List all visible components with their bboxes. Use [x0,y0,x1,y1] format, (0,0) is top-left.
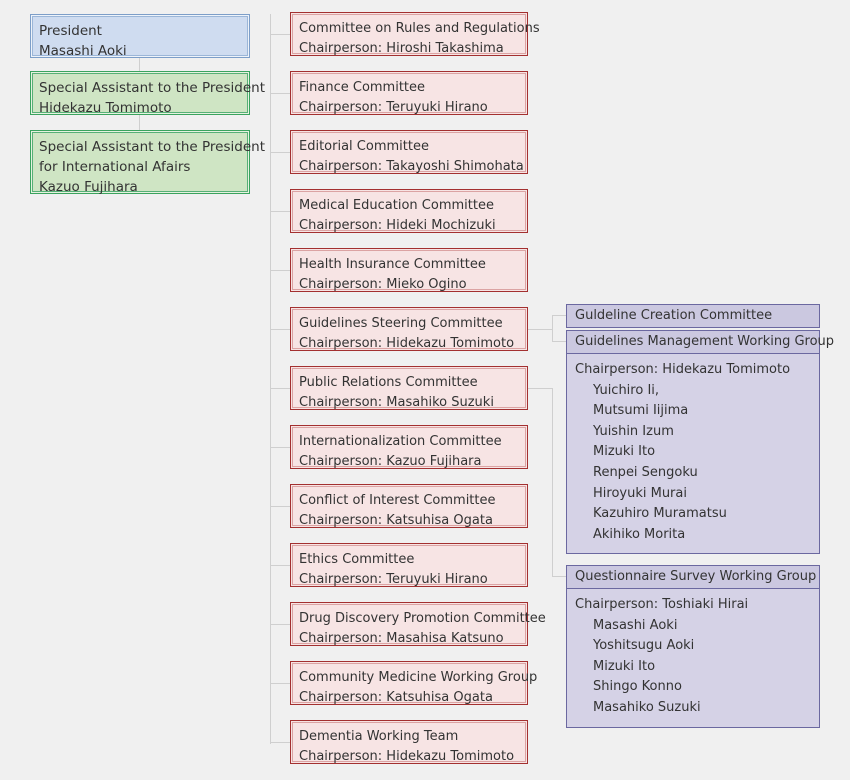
committee-name: Internationalization Committee [299,434,502,449]
node-committee-rules-and-regulations[interactable]: Committee on Rules and Regulations Chair… [290,12,540,56]
connector-committee-stub [270,683,290,684]
committee-chair: Chairperson: Masahisa Katsuno [299,631,504,646]
committee-name: Ethics Committee [299,552,415,567]
committee-chair: Chairperson: Takayoshi Shimohata [299,159,524,174]
connector-committee-stub [270,447,290,448]
committee-name: Guidelines Steering Committee [299,316,503,331]
working-group-member: Mizuki Ito [593,444,656,460]
committee-name: Medical Education Committee [299,198,494,213]
working-group-member: Renpei Sengoku [593,464,698,480]
working-group-member: Mizuki Ito [593,658,656,674]
working-group-chair: Chairperson: Toshiaki Hirai [575,597,749,612]
connector-guidelines-branch [552,315,553,341]
working-group-member: Yuichiro Ii, [593,382,660,398]
connector-committee-stub [270,388,290,389]
node-committee-finance[interactable]: Finance Committee Chairperson: Teruyuki … [290,71,528,115]
president-name: Masashi Aoki [39,43,127,59]
connector-committee-stub [270,506,290,507]
working-group-member: Akihiko Morita [593,526,686,542]
connector-committee-stub [270,211,290,212]
assistant-1-title: Special Assistant to the President [39,80,265,96]
connector-committee-stub [270,93,290,94]
connector-publicrelations-out [528,388,552,389]
committee-chair: Chairperson: Kazuo Fujihara [299,454,482,469]
connector-guidelines-out [528,329,552,330]
node-committee-health-insurance[interactable]: Health Insurance Committee Chairperson: … [290,248,528,292]
node-committee-public-relations[interactable]: Public Relations Committee Chairperson: … [290,366,528,410]
working-group-member: Shingo Konno [593,679,682,695]
connector-committee-stub [270,565,290,566]
committee-name: Health Insurance Committee [299,257,486,272]
working-group-member: Mutsumi Iijima [593,403,689,419]
connector-committee-stub [270,742,290,743]
working-group-member: Kazuhiro Muramatsu [593,506,727,522]
node-president[interactable]: President Masashi Aoki [30,14,250,59]
node-committee-editorial[interactable]: Editorial Committee Chairperson: Takayos… [290,130,528,174]
connector-questionnaire-drop [552,388,553,576]
node-committee-dementia-working-team[interactable]: Dementia Working Team Chairperson: Hidek… [290,720,528,764]
committee-name: Public Relations Committee [299,375,478,390]
working-group-member: Hiroyuki Murai [593,485,687,501]
committee-name: Committee on Rules and Regulations [299,21,540,36]
node-committee-internationalization[interactable]: Internationalization Committee Chairpers… [290,425,528,469]
node-guideline-creation-committee[interactable]: Guldeline Creation Committee [566,304,820,328]
working-group-member: Yoshitsugu Aoki [593,638,695,654]
node-special-assistant-1[interactable]: Special Assistant to the President Hidek… [30,71,265,116]
committee-chair: Chairperson: Hiroshi Takashima [299,41,504,56]
assistant-1-name: Hidekazu Tomimoto [39,100,172,116]
working-group-body: Chairperson: Hidekazu Tomimoto Yuichiro … [567,354,819,553]
working-group-name: Questionnaire Survey Working Group [567,566,819,589]
connector-committee-stub [270,34,290,35]
committee-chair: Chairperson: Mieko Ogino [299,277,467,292]
connector-committee-stub [270,329,290,330]
assistant-2-title-line1: Special Assistant to the President [39,139,265,155]
committee-chair: Chairperson: Hideki Mochizuki [299,218,496,233]
working-group-member: Yuishin Izum [593,423,674,439]
working-group-name: Guidelines Management Working Group [567,331,834,354]
assistant-2-name: Kazuo Fujihara [39,179,138,195]
connector-committee-stub [270,270,290,271]
committee-chair: Chairperson: Hidekazu Tomimoto [299,749,515,764]
node-questionnaire-survey-working-group[interactable]: Questionnaire Survey Working Group Chair… [566,565,820,728]
connector-guideline-creation [552,315,570,316]
committee-name: Community Medicine Working Group [299,670,538,685]
node-committee-conflict-of-interest[interactable]: Conflict of Interest Committee Chairpers… [290,484,528,528]
connector-committee-trunk [270,14,271,744]
committee-name: Editorial Committee [299,139,429,154]
node-committee-drug-discovery-promotion[interactable]: Drug Discovery Promotion Committee Chair… [290,602,546,646]
connector-committee-stub [270,152,290,153]
committee-chair: Chairperson: Hidekazu Tomimoto [299,336,515,351]
committee-name: Conflict of Interest Committee [299,493,496,508]
node-committee-ethics[interactable]: Ethics Committee Chairperson: Teruyuki H… [290,543,528,587]
connector-questionnaire-in [552,576,570,577]
connector-committee-stub [270,624,290,625]
committee-chair: Chairperson: Teruyuki Hirano [299,100,488,115]
node-committee-guidelines-steering[interactable]: Guidelines Steering Committee Chairperso… [290,307,528,351]
working-group-body: Chairperson: Toshiaki Hirai Masashi Aoki… [567,589,819,727]
committee-chair: Chairperson: Katsuhisa Ogata [299,690,493,705]
node-committee-community-medicine[interactable]: Community Medicine Working Group Chairpe… [290,661,538,705]
committee-chair: Chairperson: Katsuhisa Ogata [299,513,493,528]
committee-name: Finance Committee [299,80,426,95]
node-special-assistant-2[interactable]: Special Assistant to the President for I… [30,130,265,195]
connector-guidelines-management [552,341,570,342]
committee-chair: Chairperson: Teruyuki Hirano [299,572,488,587]
committee-chair: Chairperson: Masahiko Suzuki [299,395,494,410]
working-group-member: Masashi Aoki [593,617,678,633]
node-guidelines-management-working-group[interactable]: Guidelines Management Working Group Chai… [566,330,834,555]
working-group-chair: Chairperson: Hidekazu Tomimoto [575,362,791,377]
working-group-name: Guldeline Creation Committee [567,305,819,327]
president-title: President [39,23,102,39]
node-committee-medical-education[interactable]: Medical Education Committee Chairperson:… [290,189,528,233]
committee-name: Drug Discovery Promotion Committee [299,611,546,626]
committee-name: Dementia Working Team [299,729,459,744]
assistant-2-title-line2: for International Afairs [39,159,191,175]
working-group-member: Masahiko Suzuki [593,699,701,715]
